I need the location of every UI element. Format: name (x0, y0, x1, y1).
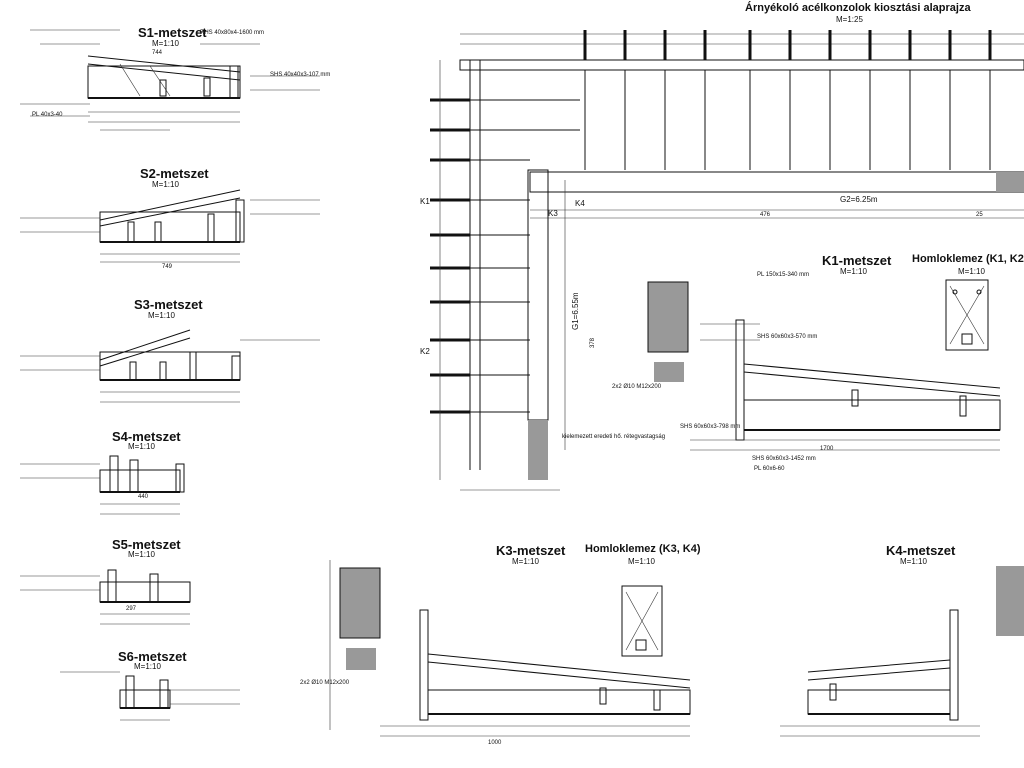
s5-title: S5-metszet (112, 537, 181, 552)
s2-section (20, 189, 320, 263)
endplate-k3k4-scale: M=1:10 (628, 557, 655, 566)
s5-section (20, 569, 191, 625)
shs-570-label: SHS 60x60x3-570 mm (757, 334, 818, 340)
dim-1000: 1000 (488, 740, 502, 746)
dim-749: 749 (162, 264, 173, 270)
k1-title: K1-metszet (822, 253, 892, 268)
s1-title: S1-metszet (138, 25, 207, 40)
dim-378: 378 (590, 337, 596, 348)
s4-title: S4-metszet (112, 429, 181, 444)
endplate-k3k4-title: Homloklemez (K3, K4) (585, 543, 701, 555)
g1-label: G1=6.55m (571, 292, 580, 330)
endplate-k1k2 (945, 279, 989, 351)
k4-marker: K4 (575, 199, 585, 208)
k4-section (780, 566, 1024, 737)
main-plan (430, 30, 1024, 491)
g2-label: G2=6.25m (840, 195, 878, 204)
endplate-k1k2-title: Homloklemez (K1, K2) (912, 253, 1024, 265)
k3-scale: M=1:10 (512, 557, 539, 566)
endplate-k3k4 (621, 585, 663, 657)
k3-marker: K3 (548, 209, 558, 218)
shs-short-label: SHS 60x60x3-798 mm (680, 424, 741, 430)
pl-150-label: PL 150x15-340 mm (757, 272, 810, 278)
k4-scale: M=1:10 (900, 557, 927, 566)
s4-section (20, 455, 185, 515)
s2-title: S2-metszet (140, 166, 209, 181)
k2-marker: K2 (420, 347, 430, 356)
dim-476: 476 (760, 212, 771, 218)
dim-440: 440 (138, 494, 149, 500)
dim-25: 25 (976, 212, 983, 218)
dim-744: 744 (152, 50, 163, 56)
k3-title: K3-metszet (496, 543, 566, 558)
k1-marker: K1 (420, 197, 430, 206)
insulation-note: kielemezett eredeti hő. rétegvastagság (562, 434, 666, 440)
s3-title: S3-metszet (134, 297, 203, 312)
dim-1700: 1700 (820, 446, 834, 452)
s6-section (60, 671, 240, 721)
rhs-label: RHS 40x80x4-1600 mm (200, 30, 265, 36)
main-scale: M=1:25 (836, 15, 863, 24)
s2-scale: M=1:10 (152, 180, 179, 189)
s3-section (20, 329, 320, 403)
endplate-k1k2-scale: M=1:10 (958, 267, 985, 276)
shs-label: SHS 40x40x3-107 mm (270, 72, 331, 78)
pl-60-label: PL 60x6-60 (754, 466, 785, 472)
s1-scale: M=1:10 (152, 39, 179, 48)
s3-scale: M=1:10 (148, 311, 175, 320)
k4-title: K4-metszet (886, 543, 956, 558)
s4-scale: M=1:10 (128, 442, 155, 451)
k1-scale: M=1:10 (840, 267, 867, 276)
s1-section (20, 29, 320, 131)
pl-label: PL 40x3-40 (32, 112, 63, 118)
shs-long-label: SHS 60x60x3-1452 mm (752, 456, 816, 462)
anchor-note-k3: 2x2 Ø10 M12x200 (300, 680, 350, 686)
s6-title: S6-metszet (118, 649, 187, 664)
main-title: Árnyékoló acélkonzolok kiosztási alapraj… (745, 2, 971, 14)
s6-scale: M=1:10 (134, 662, 161, 671)
k3-section (329, 560, 691, 737)
s5-scale: M=1:10 (128, 550, 155, 559)
k1-section (647, 281, 1001, 451)
dim-297: 297 (126, 606, 137, 612)
anchor-note: 2x2 Ø10 M12x200 (612, 384, 662, 390)
